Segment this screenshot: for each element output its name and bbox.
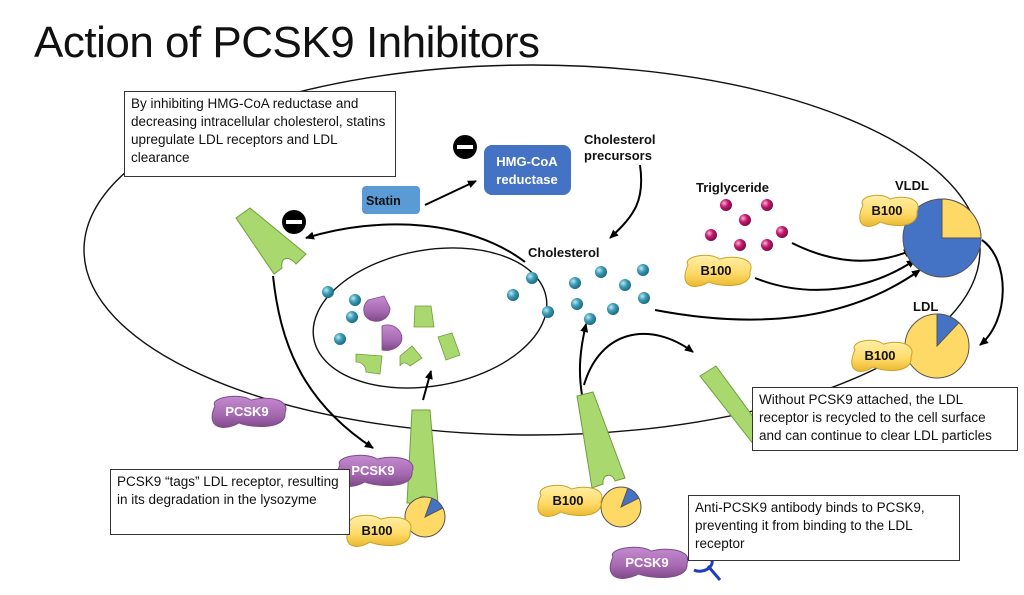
arrow-vldl-to-ldl [979, 239, 1004, 346]
vldl-b100-label: B100 [871, 203, 902, 218]
bound-b100-middle: B100 [537, 484, 603, 517]
precursors-label-1: Cholesterol [584, 132, 656, 147]
statin-box: Statin [362, 186, 420, 214]
cholesterol-particle [334, 333, 346, 345]
arrow-statin-to-hmg [424, 180, 477, 206]
pcsk9-free: PCSK9 [211, 395, 287, 428]
tag-note: PCSK9 “tags” LDL receptor, resulting in … [110, 469, 350, 535]
cholesterol-particle [322, 286, 334, 298]
ldl-b100: B100 [851, 339, 913, 372]
statin-note: By inhibiting HMG-CoA reductase and decr… [124, 91, 396, 177]
arrow-receptor-recycle [583, 332, 694, 386]
cholesterol-particles [322, 264, 650, 345]
pcsk9-bound: PCSK9 [336, 454, 414, 487]
bound-ldl-left-slice [424, 497, 444, 519]
arrow-receptor-release-cholesterol [578, 323, 589, 396]
ldl-particle [904, 313, 970, 379]
cholesterol-particle [595, 266, 607, 278]
ldl-b100-label: B100 [864, 348, 895, 363]
cholesterol-particle [346, 311, 358, 323]
arrow-cholesterol-to-receptor-upregulation [305, 223, 526, 263]
bound-ldl-middle [600, 486, 642, 528]
receptor-fragment [399, 345, 423, 367]
arrow-triglyceride-to-vldl [791, 242, 913, 262]
cell-membrane [83, 64, 981, 436]
receptor-fragment [437, 332, 461, 361]
cholesterol-particle [526, 272, 538, 284]
cholesterol-particle [638, 292, 650, 304]
cholesterol-particle [569, 277, 581, 289]
triglyceride-particle [720, 199, 732, 211]
receptor-fragment [413, 305, 435, 328]
inhibit-hmg-icon [453, 135, 477, 159]
cholesterol-particle [619, 279, 631, 291]
arrow-b100-to-vldl [754, 259, 916, 291]
lysosome [312, 247, 548, 389]
pcsk9-bound-label: PCSK9 [351, 463, 394, 478]
bound-ldl-middle-slice [620, 487, 640, 509]
cholesterol-particle [571, 298, 583, 310]
cholesterol-particle [507, 289, 519, 301]
hmg-coa-reductase-box: HMG-CoA reductase [484, 145, 571, 195]
pcsk9-fragment [363, 295, 391, 322]
free-b100: B100 [684, 254, 752, 287]
cholesterol-particle [637, 264, 649, 276]
arrow-receptor-to-lysosome [422, 370, 433, 401]
hmg-coa-label-2: reductase [496, 172, 557, 187]
bound-b100-left: B100 [346, 514, 412, 547]
cholesterol-particle [584, 313, 596, 325]
ldl-receptor-recycled [576, 391, 626, 489]
statin-label: Statin [366, 194, 401, 208]
pcsk9-fragment [381, 324, 403, 351]
page-title: Action of PCSK9 Inhibitors [34, 18, 540, 67]
antibody-note: Anti-PCSK9 antibody binds to PCSK9, prev… [688, 495, 960, 561]
bound-b100-middle-label: B100 [552, 493, 583, 508]
pcsk9-free-label: PCSK9 [225, 404, 268, 419]
triglyceride-particle [761, 199, 773, 211]
arrow-receptor-to-pcsk9 [272, 275, 374, 449]
arrow-precursors-to-cholesterol [609, 164, 643, 239]
receptor-fragment [355, 353, 383, 375]
triglyceride-label: Triglyceride [696, 180, 769, 195]
bound-ldl-left [404, 496, 446, 538]
ldl-label: LDL [913, 299, 938, 314]
ldl-receptor-tagged [406, 409, 439, 504]
cholesterol-particle [542, 306, 554, 318]
triglyceride-particle [734, 239, 746, 251]
hmg-coa-label-1: HMG-CoA [496, 154, 558, 169]
pcsk9-with-antibody: PCSK9 [609, 546, 689, 579]
ldl-receptor-upregulated [235, 207, 307, 275]
cholesterol-label: Cholesterol [528, 245, 600, 260]
triglyceride-particle [739, 214, 751, 226]
vldl-particle-slice [941, 198, 982, 239]
ldl-particle-slice [936, 313, 960, 348]
vldl-b100: B100 [859, 194, 919, 227]
inhibit-receptor-icon [282, 210, 306, 234]
triglyceride-particles [705, 199, 788, 251]
free-b100-label: B100 [700, 263, 731, 278]
bound-b100-left-label: B100 [361, 523, 392, 538]
triglyceride-particle [705, 229, 717, 241]
triglyceride-particle [761, 239, 773, 251]
vldl-label: VLDL [895, 178, 929, 193]
cholesterol-particle [607, 303, 619, 315]
vldl-particle [902, 198, 982, 278]
precursors-label-2: precursors [584, 148, 652, 163]
pcsk9-with-antibody-label: PCSK9 [625, 555, 668, 570]
cholesterol-particle [349, 294, 361, 306]
recycle-note: Without PCSK9 attached, the LDL receptor… [752, 387, 1018, 451]
triglyceride-particle [776, 226, 788, 238]
arrow-cholesterol-to-vldl [654, 269, 921, 321]
